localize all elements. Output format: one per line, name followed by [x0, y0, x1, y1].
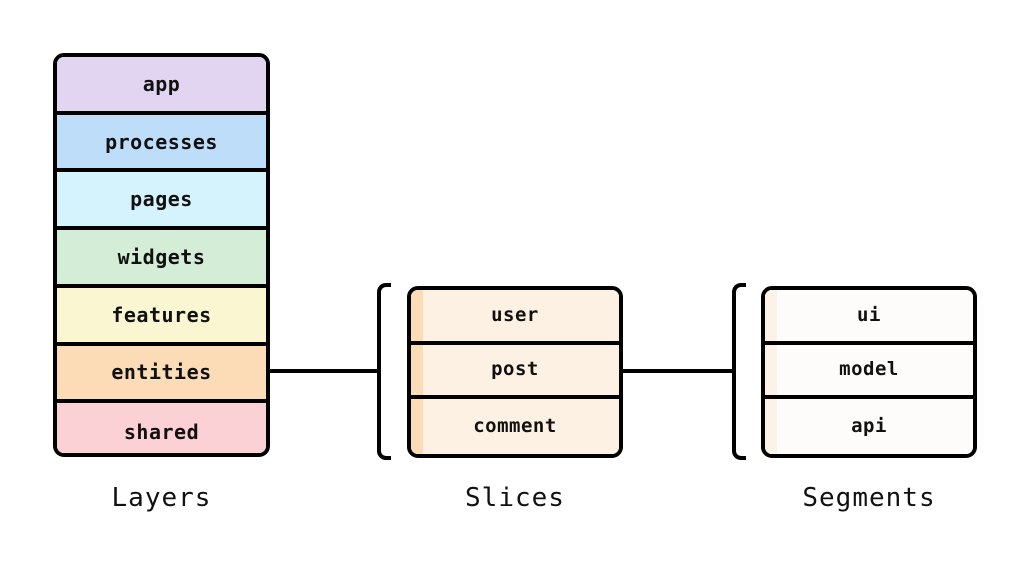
caption-slices: Slices [465, 483, 565, 513]
layer-label-shared: shared [123, 420, 200, 445]
accent-stripe [57, 403, 69, 453]
layer-row-processes[interactable]: processes [57, 114, 266, 173]
layer-row-pages[interactable]: pages [57, 172, 266, 231]
accent-stripe [765, 344, 777, 396]
caption-layers: Layers [111, 483, 212, 513]
layer-row-features[interactable]: features [57, 287, 266, 346]
layer-row-widgets[interactable]: widgets [57, 230, 266, 288]
segment-row-api[interactable]: api [765, 399, 973, 454]
accent-stripe [411, 399, 423, 454]
caption-segments: Segments [802, 483, 936, 513]
slice-row-post[interactable]: post [411, 344, 619, 400]
accent-stripe [765, 290, 777, 341]
slices-stack: user post comment [407, 286, 623, 458]
segment-row-model[interactable]: model [765, 344, 973, 400]
segment-label-ui: ui [857, 303, 881, 326]
slice-row-comment[interactable]: comment [411, 399, 619, 454]
accent-stripe [57, 172, 69, 227]
accent-stripe [57, 230, 69, 284]
slice-row-user[interactable]: user [411, 290, 619, 345]
layer-label-app: app [142, 71, 181, 96]
slice-label-post: post [491, 358, 539, 381]
accent-stripe [57, 114, 69, 169]
layer-label-pages: pages [130, 187, 193, 212]
slice-label-comment: comment [473, 415, 557, 438]
layer-label-features: features [111, 302, 212, 327]
segments-bracket-icon [732, 283, 746, 460]
segment-label-model: model [839, 358, 899, 381]
segment-label-api: api [851, 415, 887, 438]
accent-stripe [765, 399, 777, 454]
accent-stripe [411, 290, 423, 341]
segment-row-ui[interactable]: ui [765, 290, 973, 345]
layer-label-entities: entities [111, 360, 212, 385]
slices-bracket-icon [377, 283, 391, 460]
layer-label-processes: processes [105, 129, 218, 154]
connector-slices-to-segments [621, 369, 736, 373]
layer-row-entities[interactable]: entities [57, 345, 266, 404]
accent-stripe [57, 57, 69, 111]
segments-stack: ui model api [761, 286, 977, 458]
layer-label-widgets: widgets [117, 244, 206, 269]
accent-stripe [57, 287, 69, 342]
connector-layers-to-slices [268, 369, 381, 373]
layer-row-shared[interactable]: shared [57, 403, 266, 453]
layers-stack: app processes pages widgets features ent… [53, 53, 270, 457]
layer-row-app[interactable]: app [57, 57, 266, 115]
slice-label-user: user [491, 303, 539, 326]
accent-stripe [411, 344, 423, 396]
accent-stripe [57, 345, 69, 400]
